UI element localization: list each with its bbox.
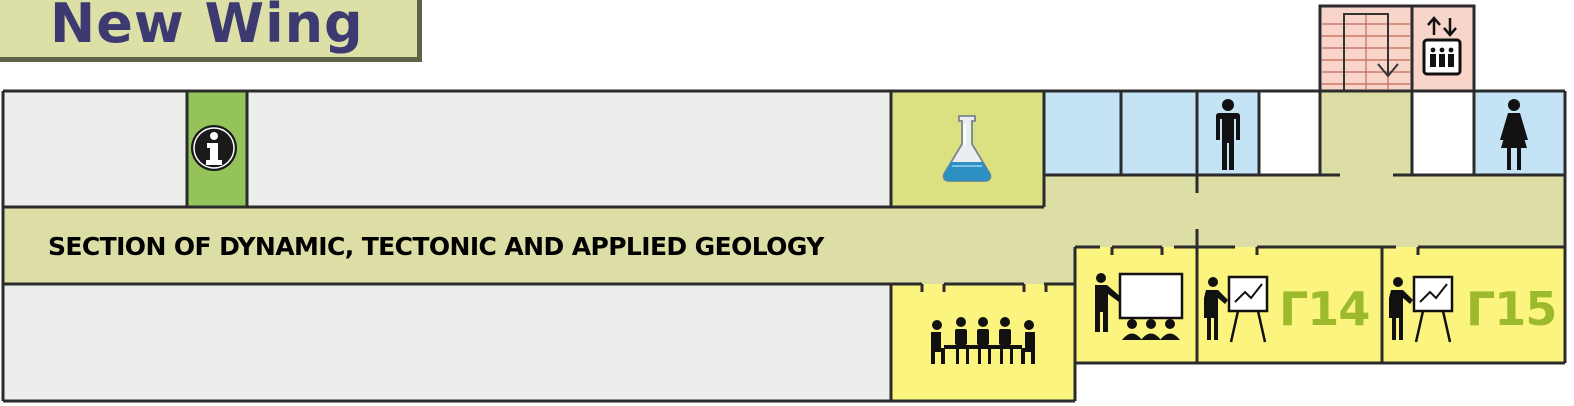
wing-title: New Wing: [50, 0, 364, 55]
man-icon: [1216, 99, 1240, 170]
woman-icon: [1500, 99, 1528, 170]
presenter-icon: [1389, 275, 1454, 343]
meeting-room-icon: [931, 317, 1035, 364]
office-bottom-left: [3, 284, 891, 401]
flask-icon: [942, 115, 992, 182]
section-label: SECTION OF DYNAMIC, TECTONIC AND APPLIED…: [48, 232, 824, 261]
stairs-arrow: [1343, 13, 1399, 90]
wc-room-1: [1044, 91, 1121, 175]
office-top-left: [3, 91, 187, 207]
elevator-icon: [1422, 16, 1462, 76]
wc-room-2: [1121, 91, 1197, 175]
classroom-g15: [1382, 247, 1565, 363]
room-code-g14: Γ14: [1279, 282, 1370, 336]
info-icon: [191, 125, 237, 171]
room-code-g15: Γ15: [1466, 282, 1557, 336]
wc-white-room-2: [1412, 91, 1474, 175]
office-top-middle: [247, 91, 891, 207]
walls: [1, 4, 1567, 403]
presenter-icon: [1204, 275, 1269, 343]
lecture-hall-icon: [1095, 272, 1184, 340]
wing-title-band: New Wing: [0, 0, 422, 62]
wc-white-room-1: [1259, 91, 1320, 175]
